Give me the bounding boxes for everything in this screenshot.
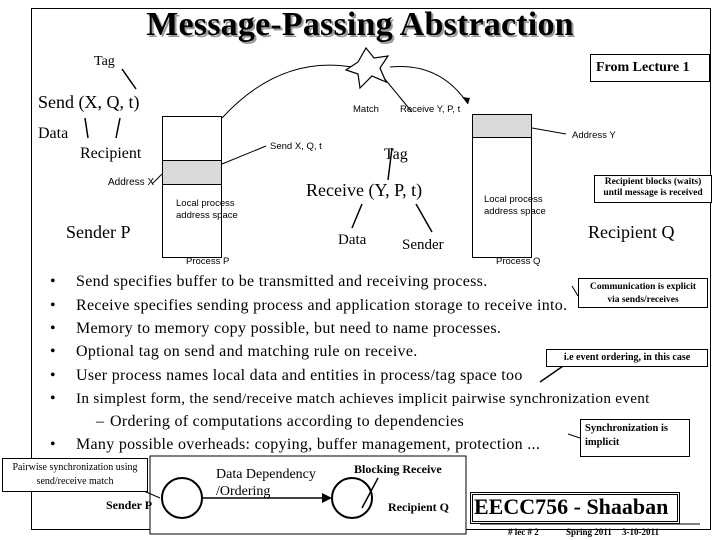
receive-small-label: Receive Y, P, t: [400, 104, 461, 115]
tag2-label: Tag: [384, 146, 408, 163]
match-star: [344, 46, 390, 90]
from-lecture-label: From Lecture 1: [596, 60, 690, 75]
address-y-label: Address Y: [572, 130, 616, 141]
bullet-text: Receive specifies sending process and ap…: [76, 297, 568, 314]
send-small-label: Send X, Q, t: [270, 141, 322, 152]
bottom-recipient-q-label: Recipient Q: [388, 500, 449, 514]
sender-label: Sender: [402, 237, 444, 253]
footer-course-box: [470, 492, 680, 524]
pairwise-sync-note: Pairwise synchronization using send/rece…: [2, 458, 148, 492]
receive-call-label: Receive (Y, P, t): [306, 180, 423, 200]
process-q-box: [472, 114, 532, 258]
bullet-text: Memory to memory copy possible, but need…: [76, 320, 502, 337]
recipient-q-label: Recipient Q: [588, 222, 675, 242]
slide-title: Message-Passing Abstraction: [146, 6, 574, 43]
process-p-box: [162, 116, 222, 258]
from-lecture-box: [590, 54, 710, 82]
communication-explicit-note: Communication is explicit via sends/rece…: [578, 278, 708, 308]
sender-p-label: Sender P: [66, 222, 131, 242]
blocking-receive-label: Blocking Receive: [354, 462, 442, 476]
bullet-text: User process names local data and entiti…: [76, 367, 523, 384]
address-y-region: [472, 114, 532, 138]
data-dependency-label: Data Dependency /Ordering: [216, 467, 316, 499]
send-call-label: Send (X, Q, t): [38, 92, 140, 112]
footer-course: EECC756 - Shaaban: [474, 494, 669, 519]
match-label: Match: [353, 104, 379, 115]
tag-label: Tag: [94, 54, 115, 69]
bullet-text: In simplest form, the send/receive match…: [76, 390, 650, 407]
process-q-label: Process Q: [496, 256, 541, 267]
bottom-sender-p-label: Sender P: [106, 498, 153, 512]
recipient-label: Recipient: [80, 145, 142, 162]
local-process-address-space-q: Local process address space: [484, 194, 546, 217]
footer-date: 3-10-2011: [622, 527, 659, 537]
local-process-address-space-p: Local process address space: [176, 198, 238, 221]
footer-term: Spring 2011: [566, 527, 612, 537]
address-x-label: Address X: [108, 177, 155, 188]
bullet-text: Send specifies buffer to be transmitted …: [76, 273, 488, 290]
footer-lecture: # lec # 2: [508, 527, 539, 537]
address-x-region: [162, 160, 222, 185]
event-ordering-note: i.e event ordering, in this case: [546, 349, 708, 367]
bullet-text: Ordering of computations according to de…: [110, 413, 464, 430]
bullet-text: Optional tag on send and matching rule o…: [76, 343, 418, 360]
recipient-blocks-note: Recipient blocks (waits) until message i…: [594, 175, 712, 203]
bullet-text: Many possible overheads: copying, buffer…: [76, 436, 541, 453]
sync-implicit-note: Synchronization is implicit: [580, 419, 690, 457]
data-label: Data: [38, 125, 69, 142]
data2-label: Data: [338, 232, 367, 248]
process-p-label: Process P: [186, 256, 230, 267]
